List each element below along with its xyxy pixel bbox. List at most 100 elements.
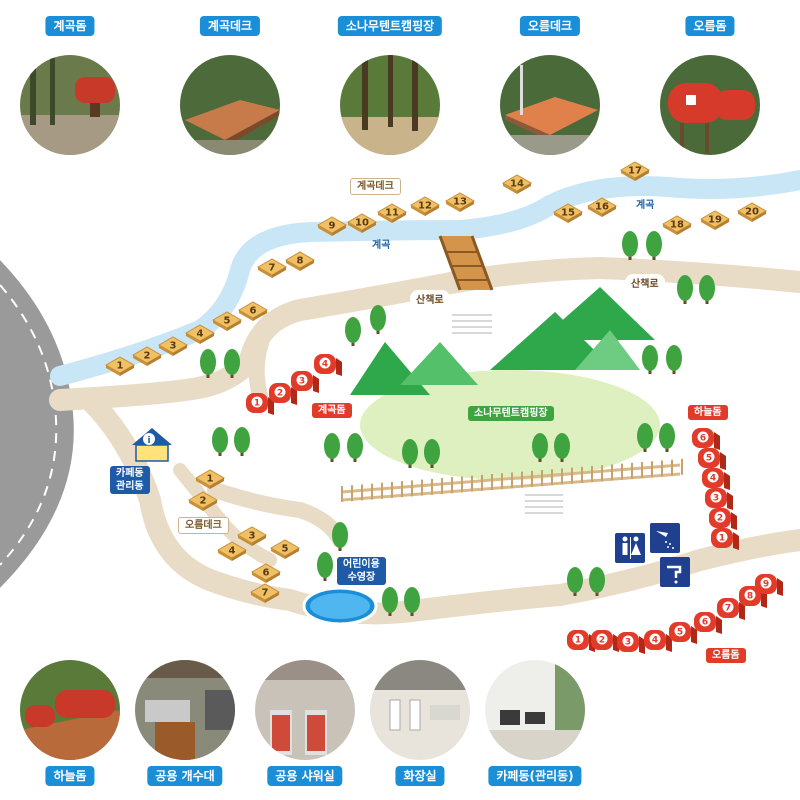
tree [404, 587, 420, 616]
deck-number: 5 [282, 544, 289, 555]
deck-site[interactable]: 2 [187, 491, 219, 511]
dome-number: 2 [717, 514, 723, 524]
map-label-trail-1: 산책로 [410, 290, 450, 307]
deck-site[interactable]: 8 [284, 251, 316, 271]
dome-site[interactable]: 2 [709, 508, 737, 530]
deck-number: 18 [670, 220, 684, 231]
dome-site[interactable]: 2 [269, 383, 297, 405]
deck-site[interactable]: 2 [131, 346, 163, 366]
dome-site[interactable]: 4 [314, 354, 342, 376]
deck-site[interactable]: 6 [237, 301, 269, 321]
dome-site[interactable]: 3 [617, 632, 645, 654]
deck-site[interactable]: 10 [346, 213, 378, 233]
deck-number: 17 [628, 166, 642, 177]
deck-site[interactable]: 15 [552, 203, 584, 223]
dome-site[interactable]: 3 [705, 488, 733, 510]
dome-site[interactable]: 1 [711, 528, 739, 550]
dome-site[interactable]: 5 [698, 448, 726, 470]
tree [234, 427, 250, 456]
deck-site[interactable]: 14 [501, 174, 533, 194]
tree [424, 439, 440, 468]
dome-site[interactable]: 4 [644, 630, 672, 652]
deck-site[interactable]: 7 [256, 258, 288, 278]
deck-number: 20 [745, 207, 759, 218]
dome-site[interactable]: 8 [739, 586, 767, 608]
deck-site[interactable]: 18 [661, 215, 693, 235]
map-label-pine-site: 소나무텐트캠핑장 [468, 406, 554, 421]
dome-site[interactable]: 4 [702, 468, 730, 490]
deck-site[interactable]: 3 [236, 526, 268, 546]
dome-number: 3 [625, 638, 631, 648]
deck-site[interactable]: 4 [216, 541, 248, 561]
dome-site[interactable]: 9 [755, 574, 783, 596]
dome-site[interactable]: 1 [567, 630, 595, 652]
label-gyegok-dome: 계곡돔 [45, 16, 95, 36]
tree [677, 275, 693, 304]
map-label-stream-1: 계곡 [372, 240, 391, 251]
deck-site[interactable]: 12 [409, 196, 441, 216]
dome-site[interactable]: 6 [694, 612, 722, 634]
restroom-icon [615, 533, 645, 563]
tree [347, 433, 363, 462]
photo-cafe-building [485, 660, 585, 760]
dome-number: 7 [725, 604, 731, 614]
mountains [350, 287, 655, 395]
tree [589, 567, 605, 596]
tree [622, 231, 638, 260]
deck-site[interactable]: 20 [736, 202, 768, 222]
deck-site[interactable]: 17 [619, 161, 651, 181]
bridge [438, 235, 494, 291]
dome-site[interactable]: 7 [717, 598, 745, 620]
photo-shared-sink [135, 660, 235, 760]
label-oreum-dome: 오름돔 [685, 16, 735, 36]
tree [402, 439, 418, 468]
deck-number: 6 [263, 568, 270, 579]
steps [452, 314, 563, 514]
deck-site[interactable]: 6 [250, 563, 282, 583]
deck-site[interactable]: 1 [194, 469, 226, 489]
label-shared-shower: 공용 샤워실 [267, 766, 343, 786]
dome-number: 3 [713, 494, 719, 504]
deck-site[interactable]: 16 [586, 197, 618, 217]
dome-site[interactable]: 2 [591, 630, 619, 652]
label-haneul-dome: 하늘돔 [45, 766, 95, 786]
dome-site[interactable]: 5 [669, 622, 697, 644]
deck-site[interactable]: 9 [316, 216, 348, 236]
map-label-gyegok-deck: 계곡데크 [350, 178, 401, 195]
dome-number: 4 [322, 360, 328, 370]
deck-site[interactable]: 19 [699, 210, 731, 230]
deck-number: 4 [197, 329, 204, 340]
tree [200, 349, 216, 378]
dome-site[interactable]: 6 [692, 428, 720, 450]
deck-site[interactable]: 4 [184, 324, 216, 344]
tree [699, 275, 715, 304]
tree [567, 567, 583, 596]
map-label-pool: 어린이용 수영장 [337, 557, 386, 585]
deck-site[interactable]: 5 [269, 539, 301, 559]
deck-site[interactable]: 7 [249, 583, 281, 603]
tree [532, 433, 548, 462]
dome-number: 8 [747, 592, 753, 602]
deck-number: 11 [385, 208, 399, 219]
label-shared-sink: 공용 개수대 [147, 766, 223, 786]
map-label-cafe: 카페동 관리동 [110, 466, 150, 494]
deck-site[interactable]: 13 [444, 192, 476, 212]
deck-site[interactable]: 11 [376, 203, 408, 223]
map-label-cafe-line1: 카페동 [116, 468, 144, 479]
tree [666, 345, 682, 374]
deck-number: 8 [297, 256, 304, 267]
dome-site[interactable]: 3 [291, 371, 319, 393]
deck-number: 14 [510, 179, 524, 190]
cafe-building[interactable]: i [132, 428, 172, 462]
pool [302, 586, 378, 626]
deck-site[interactable]: 1 [104, 356, 136, 376]
map-label-pool-line1: 어린이용 [343, 559, 380, 570]
trees [200, 231, 715, 616]
tree [212, 427, 228, 456]
map-label-trail-2: 산책로 [625, 274, 665, 291]
deck-site[interactable]: 5 [211, 311, 243, 331]
deck-site[interactable]: 3 [157, 336, 189, 356]
dome-number: 6 [702, 618, 708, 628]
